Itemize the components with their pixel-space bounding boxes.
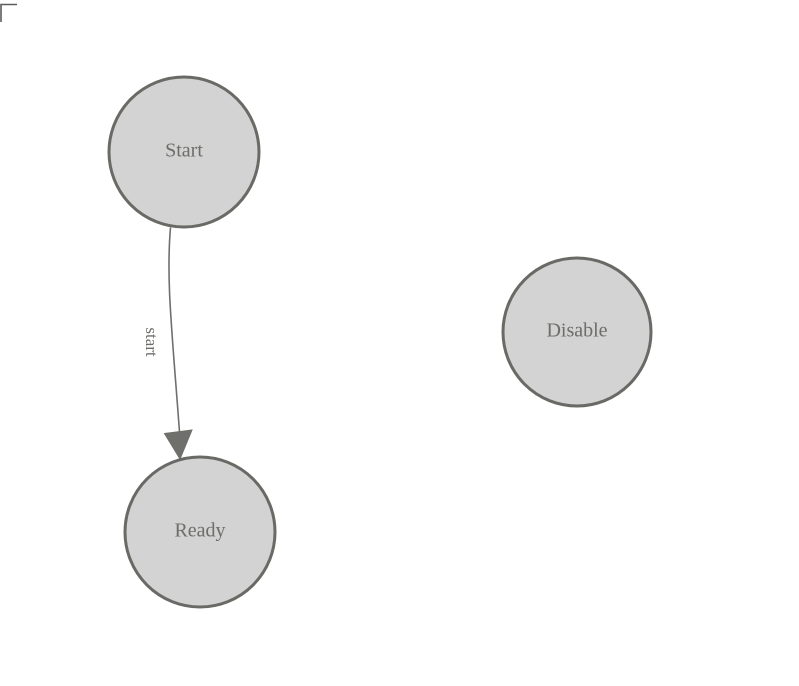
node-disable[interactable]: Disable <box>501 256 653 408</box>
node-start[interactable]: Start <box>107 75 261 229</box>
node-ready[interactable]: Ready <box>123 455 277 609</box>
node-ready-label: Ready <box>174 520 225 542</box>
edge-label-start: start <box>142 327 161 357</box>
node-disable-label: Disable <box>546 320 607 342</box>
node-start-circle[interactable] <box>107 75 261 229</box>
node-start-label: Start <box>165 140 203 162</box>
arrowhead-icon <box>163 429 193 461</box>
edge-path-start-to-ready <box>168 227 181 433</box>
edge-start-to-ready[interactable]: start <box>142 227 193 461</box>
node-ready-circle[interactable] <box>123 455 277 609</box>
top-left-corner-mark <box>0 3 17 22</box>
node-disable-circle[interactable] <box>501 256 653 408</box>
